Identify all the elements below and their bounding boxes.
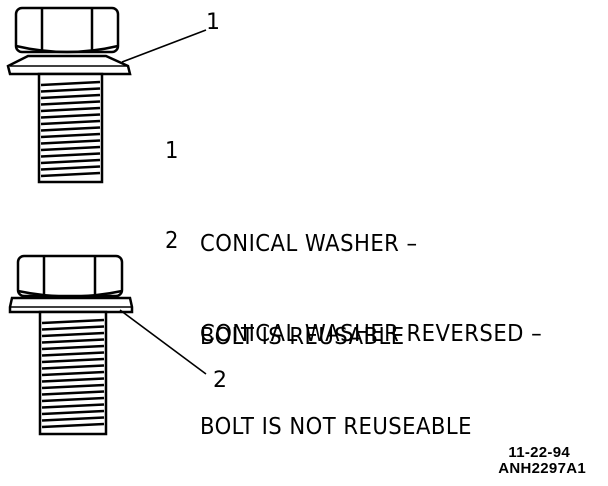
legend-text-1-line-2: BOLT IS REUSABLE [199, 324, 405, 350]
thread-line [40, 145, 101, 152]
thread-line [40, 165, 101, 171]
bolt-reusable [6, 6, 132, 184]
thread-line [40, 132, 101, 139]
thread-line [41, 396, 105, 403]
legend-number-2: 2 [165, 228, 179, 254]
legend-item-1: 1 CONICAL WASHER – BOLT IS REUSABLE [165, 136, 418, 384]
thread-line [41, 383, 105, 390]
thread-line [40, 87, 101, 93]
thread-line [41, 409, 105, 416]
hex-head-bottom [16, 254, 124, 298]
thread-line [41, 422, 105, 429]
thread-line [40, 139, 101, 145]
thread-line [41, 370, 105, 377]
thread-line [41, 318, 105, 325]
thread-line [40, 171, 101, 178]
bolt-not-reusable [8, 254, 134, 436]
thread-line [40, 80, 101, 87]
thread-line [41, 357, 105, 364]
thread-line [40, 106, 101, 113]
thread-line [40, 93, 101, 100]
thread-line [41, 390, 105, 396]
thread-line [41, 364, 105, 370]
callout-number-2: 2 [213, 368, 227, 393]
thread-line [41, 344, 105, 351]
threaded-shank-bottom [38, 310, 108, 436]
callout-number-1: 1 [206, 10, 220, 35]
legend-number-1: 1 [165, 138, 179, 164]
thread-line [40, 152, 101, 158]
leader-line-2 [119, 309, 207, 375]
thread-line [40, 100, 101, 106]
thread-line [40, 158, 101, 165]
legend-item-2: 2 CONICAL WASHER REVERSED – BOLT IS NOT … [165, 226, 542, 474]
thread-line [40, 119, 101, 126]
thread-line [41, 377, 105, 383]
legend-text-1-line-1: CONICAL WASHER – [199, 231, 418, 257]
drawing-date: 11-22-94 [508, 444, 570, 461]
hex-head-top [14, 6, 120, 54]
conical-washer-top [6, 54, 132, 76]
thread-line [41, 325, 105, 331]
threaded-shank-top [37, 72, 104, 184]
legend-text-2-line-1: CONICAL WASHER REVERSED – [199, 321, 543, 347]
thread-line [41, 338, 105, 344]
thread-line [41, 331, 105, 338]
reversed-washer-bottom [8, 296, 134, 314]
thread-line [41, 351, 105, 357]
thread-line [41, 416, 105, 422]
thread-line [41, 403, 105, 409]
thread-line [40, 126, 101, 132]
legend-text-2-line-2: BOLT IS NOT REUSEABLE [199, 414, 472, 440]
thread-line [40, 113, 101, 119]
leader-line-1 [121, 29, 207, 63]
drawing-id: ANH2297A1 [498, 460, 586, 477]
